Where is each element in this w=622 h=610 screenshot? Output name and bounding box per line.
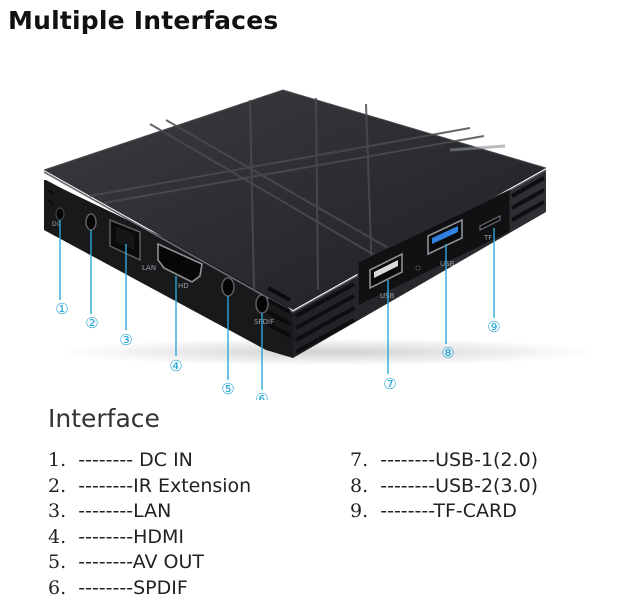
reset-hole: [415, 265, 421, 271]
interface-item: 6. --------SPDIF: [48, 576, 188, 599]
callout-2: ②: [85, 314, 98, 332]
top-edge-left: [43, 171, 294, 313]
top-grooves: [89, 97, 485, 291]
usb-2-port: USB: [427, 218, 463, 268]
callout-lines: [59, 220, 495, 390]
callout-5: ⑤: [221, 380, 234, 398]
callout-8: ⑧: [441, 344, 454, 362]
usb-1-port-label: USB: [380, 292, 395, 300]
top-reflection: [449, 144, 506, 152]
dc-port-label: DC: [52, 221, 61, 228]
interface-item: 7. --------USB-1(2.0): [350, 449, 539, 471]
side-vents: [295, 176, 545, 354]
lan-port-label: LAN: [142, 264, 156, 272]
callout-1: ①: [55, 300, 68, 318]
hdmi-port: HD: [157, 242, 203, 290]
callout-numbers: ① ② ③ ④ ⑤ ⑥ ⑦ ⑧ ⑨: [55, 300, 500, 400]
top-edge-back: [43, 89, 547, 171]
interface-item: 8. --------USB-2(3.0): [350, 474, 539, 497]
usb-2-port-label: USB: [440, 260, 455, 268]
interface-item: 5. --------AV OUT: [48, 551, 204, 573]
tf-slot-label: TF: [483, 234, 492, 242]
spdif-port-label: SPDIF: [254, 318, 274, 326]
interface-item: 9. --------TF-CARD: [350, 500, 517, 522]
usb-1-port: USB: [369, 252, 403, 300]
interface-list-right: 7. --------USB-1(2.0) 8. --------USB-2(3…: [350, 448, 538, 525]
interface-heading: Interface: [48, 404, 160, 433]
interface-item: 4. --------HDMI: [48, 525, 185, 548]
top-face: [44, 90, 546, 310]
callout-7: ⑦: [383, 375, 396, 393]
interface-item: 2. --------IR Extension: [48, 474, 252, 497]
callout-6: ⑥: [255, 390, 268, 400]
floor-shadow: [60, 338, 600, 366]
lan-port: LAN: [109, 218, 156, 272]
interface-list-left: 1. -------- DC IN 2. --------IR Extensio…: [48, 448, 251, 601]
av-out-port: [221, 277, 235, 297]
tv-box-photo: DC LAN HD SPDIF USB USB TF: [43, 89, 600, 400]
callout-9: ⑨: [487, 318, 500, 336]
interface-item: 1. -------- DC IN: [48, 449, 193, 471]
tf-card-slot: TF: [479, 215, 501, 242]
ir-extension-port: [85, 213, 97, 231]
front-vents-front: [267, 286, 291, 338]
callout-3: ③: [119, 331, 132, 349]
page-title: Multiple Interfaces: [8, 6, 279, 35]
hdmi-port-label: HD: [178, 282, 189, 290]
front-vents-left: [47, 189, 55, 205]
callout-4: ④: [169, 357, 182, 375]
interface-item: 3. --------LAN: [48, 500, 172, 522]
